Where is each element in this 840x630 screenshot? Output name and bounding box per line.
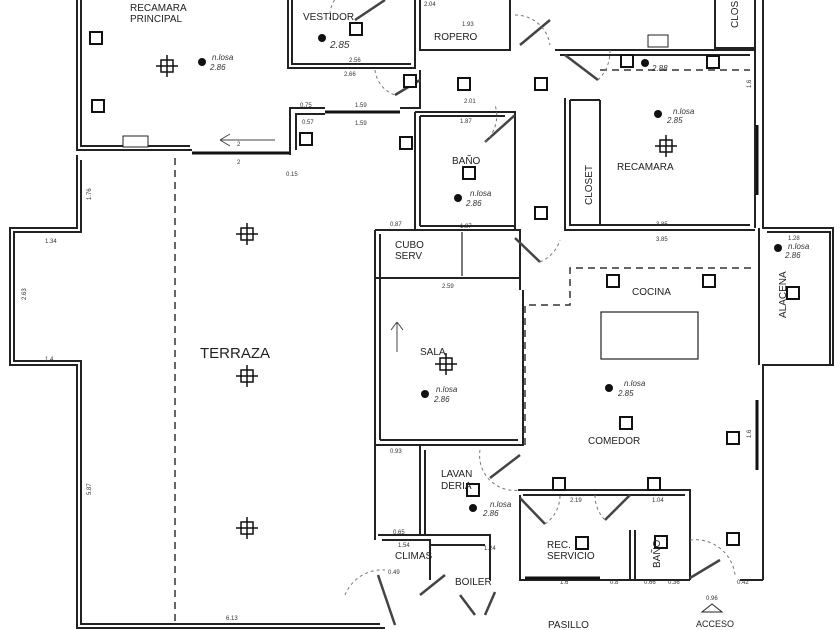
room-label-rec-servicio: REC. xyxy=(547,540,571,551)
room-label-recamara-principal-2: PRINCIPAL xyxy=(130,14,182,25)
plan-label: 0.75 xyxy=(300,103,312,109)
plan-label: 1.24 xyxy=(484,546,496,552)
plan-label: 2.86 xyxy=(209,63,226,72)
room-label-ropero: ROPERO xyxy=(434,32,478,43)
plan-label: 5.87 xyxy=(87,483,93,495)
plan-label: 0.42 xyxy=(737,580,749,586)
plan-label: 0.15 xyxy=(286,172,298,178)
room-label-sala: SALA xyxy=(420,347,446,358)
plan-label: n.losa xyxy=(673,107,695,116)
room-label-cubo-serv: CUBO xyxy=(395,240,424,251)
room-label-boiler: BOILER xyxy=(455,577,492,588)
room-label-vestidor: VESTIDOR xyxy=(303,12,354,23)
plan-label: 2.86 xyxy=(433,395,450,404)
plan-label: 1.87 xyxy=(460,224,472,230)
room-label-rec-servicio-2: SERVICIO xyxy=(547,551,595,562)
plan-label: 1.6 xyxy=(747,79,753,88)
room-label-acceso: ACCESO xyxy=(696,619,734,629)
plan-label: 0.8 xyxy=(610,580,619,586)
plan-label: n.losa xyxy=(490,500,512,509)
plan-label: n.losa xyxy=(624,379,646,388)
room-label-comedor: COMEDOR xyxy=(588,436,640,447)
plan-label: 1.59 xyxy=(355,121,367,127)
plan-label: 2.04 xyxy=(424,2,436,8)
room-label-cocina: COCINA xyxy=(632,287,671,298)
plan-label: 3.85 xyxy=(656,222,668,228)
room-label-terraza: TERRAZA xyxy=(200,345,270,362)
plan-label: 1.28 xyxy=(788,236,800,242)
dimension-labels: 2.56 2.66 0.75 1.59 1.59 0.57 2 2 0.15 1… xyxy=(22,2,800,622)
outlets xyxy=(89,22,800,550)
room-label-recamara-principal: RECAMARA xyxy=(130,3,187,14)
plan-label: 1.4 xyxy=(45,357,54,363)
room-label-cubo-serv-2: SERV xyxy=(395,251,422,262)
room-label-closet: CLOSET xyxy=(584,165,595,205)
plan-label: 2.85 xyxy=(329,40,350,51)
access-arrow xyxy=(219,133,724,613)
plan-label: n.losa xyxy=(436,385,458,394)
plan-label: 2.63 xyxy=(22,288,28,300)
plan-label: 2.66 xyxy=(344,72,356,78)
room-label-recamara: RECAMARA xyxy=(617,162,674,173)
plan-label: n.losa xyxy=(470,189,492,198)
room-label-climas: CLIMAS xyxy=(395,551,433,562)
plan-label: 2.85 xyxy=(666,116,683,125)
room-label-closet-top: CLOSET xyxy=(730,0,741,28)
plan-label: 3.85 xyxy=(656,237,668,243)
plan-label: 0.36 xyxy=(668,580,680,586)
plan-label: 2.86 xyxy=(784,251,801,260)
plan-label: 0.93 xyxy=(390,449,402,455)
plan-label: 2.56 xyxy=(349,58,361,64)
plan-label: 2.86 xyxy=(465,199,482,208)
room-label-bano-servicio: BAÑO xyxy=(650,539,663,568)
plan-label: 2 xyxy=(237,142,241,148)
plan-label: 0.49 xyxy=(388,570,400,576)
plan-label: 6.13 xyxy=(226,616,238,622)
plan-label: 0.66 xyxy=(644,580,656,586)
plan-label: 1.87 xyxy=(460,119,472,125)
room-label-lavanderia: LAVAN xyxy=(441,469,472,480)
dashed-lines xyxy=(174,69,755,625)
plan-label: 1.93 xyxy=(462,22,474,28)
walls xyxy=(9,0,834,629)
plan-label: 1.54 xyxy=(398,543,410,549)
kitchen-island xyxy=(600,311,699,360)
plan-label: 1.59 xyxy=(355,103,367,109)
plan-label: n.losa xyxy=(788,242,810,251)
plan-label: n.losa xyxy=(212,53,234,62)
plan-label: 0.96 xyxy=(706,596,718,602)
room-label-lavanderia-2: DERIA xyxy=(441,481,472,492)
plan-label: 1.76 xyxy=(87,188,93,200)
room-label-pasillo: PASILLO xyxy=(548,620,589,630)
room-label-alacena: ALACENA xyxy=(778,271,789,318)
plan-label: 2.01 xyxy=(464,99,476,105)
plan-label: 2.86 xyxy=(482,509,499,518)
plan-label: 2.85 xyxy=(617,389,634,398)
plan-label: 0.57 xyxy=(302,120,314,126)
plan-label: 1.34 xyxy=(45,239,57,245)
level-markers xyxy=(198,34,782,512)
ceiling-lights xyxy=(156,55,677,539)
plan-label: 2 xyxy=(237,160,241,166)
plan-label: 1.6 xyxy=(560,580,569,586)
plan-label: 2.88 xyxy=(651,64,668,73)
plan-label: 0.87 xyxy=(390,222,402,228)
plan-label: 2.59 xyxy=(442,284,454,290)
plan-label: 0.65 xyxy=(393,530,405,536)
plan-label: 2.19 xyxy=(570,498,582,504)
plan-label: 1.6 xyxy=(747,429,753,438)
plan-label: 1.04 xyxy=(652,498,664,504)
room-label-bano: BAÑO xyxy=(452,154,481,167)
